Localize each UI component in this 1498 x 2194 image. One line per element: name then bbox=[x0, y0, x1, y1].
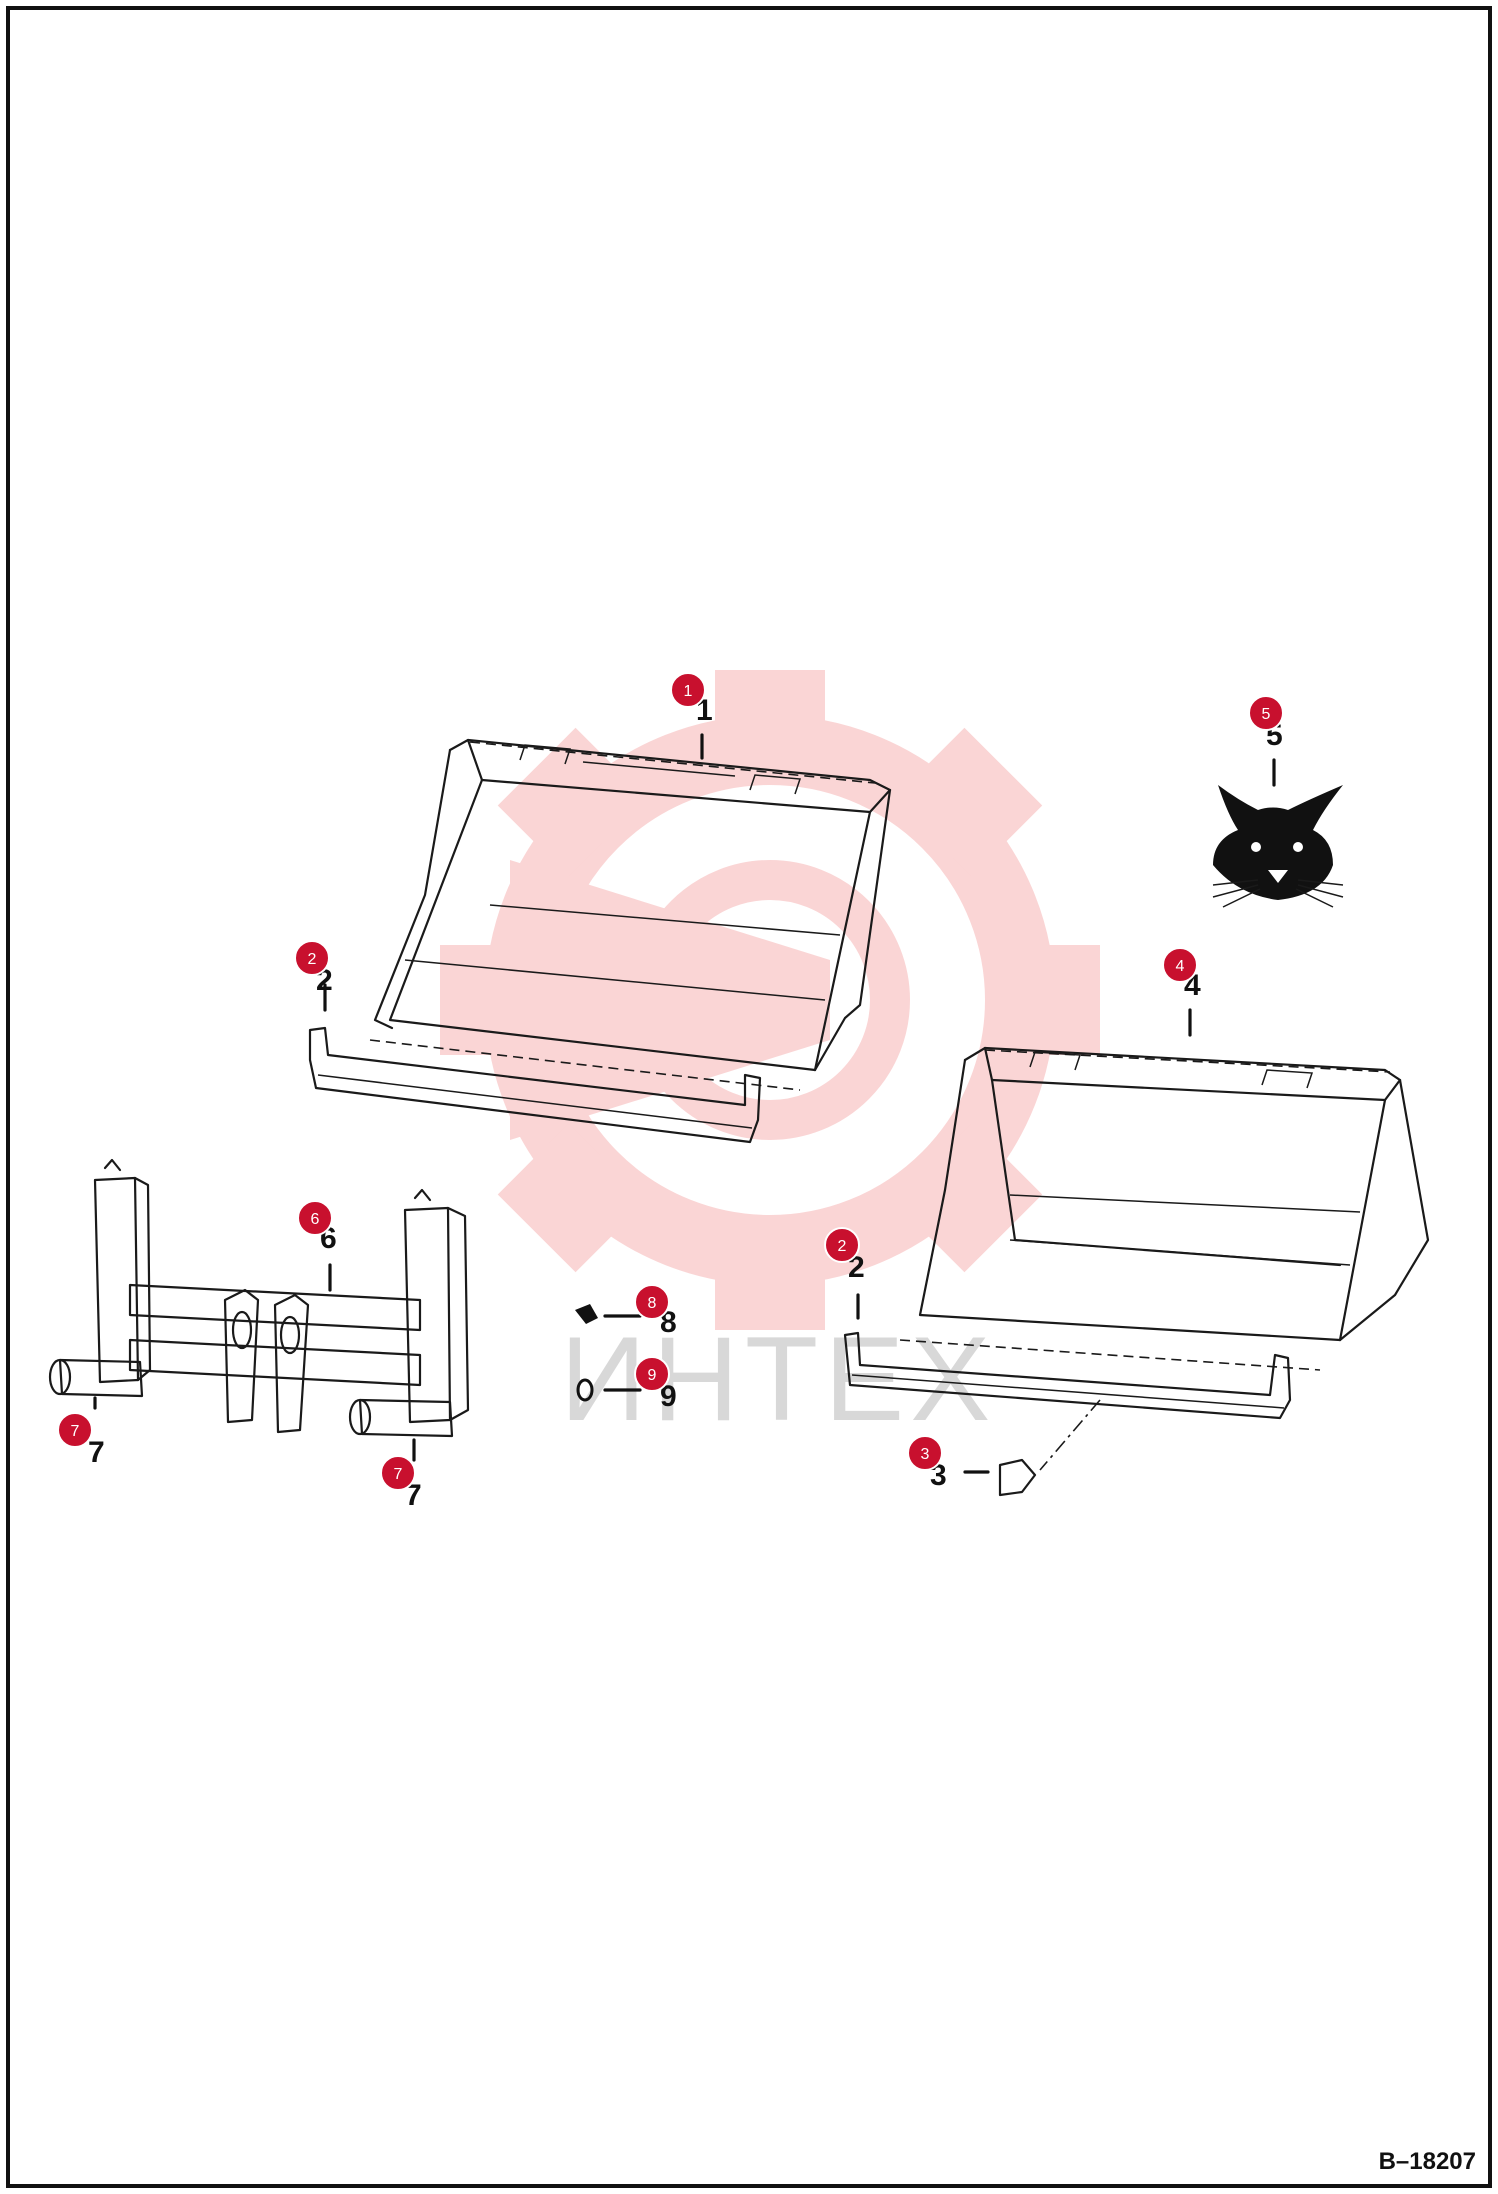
callout-1-badge bbox=[670, 672, 706, 708]
callout-7a-label: 7 bbox=[88, 1436, 105, 1469]
watermark-text: ИНТЕХ bbox=[560, 1312, 996, 1446]
bucket-1 bbox=[373, 738, 892, 1072]
callout-2a-badge bbox=[294, 940, 330, 976]
callout-9-badge-number: 9 bbox=[648, 1367, 657, 1384]
callout-7a-badge-number: 7 bbox=[71, 1423, 80, 1440]
callout-8-badge bbox=[634, 1284, 670, 1320]
callout-4-badge bbox=[1162, 947, 1198, 983]
callout-8-badge-number: 8 bbox=[648, 1295, 657, 1312]
callout-2b-badge-number: 2 bbox=[838, 1238, 847, 1255]
callout-9-badge bbox=[634, 1356, 670, 1392]
callout-5-badge-number: 5 bbox=[1262, 706, 1271, 723]
cutting-edge-1 bbox=[308, 1026, 801, 1144]
mounting-frame bbox=[48, 1158, 470, 1462]
bolt bbox=[575, 1304, 642, 1324]
callout-5-badge bbox=[1248, 695, 1284, 731]
callout-7b-badge bbox=[380, 1455, 416, 1491]
bucket-tooth bbox=[963, 1458, 1037, 1497]
callout-1-badge-number: 1 bbox=[684, 683, 693, 700]
callout-6-badge bbox=[297, 1200, 333, 1236]
callout-4-badge-number: 4 bbox=[1176, 958, 1185, 975]
callout-leaders bbox=[323, 733, 1276, 1320]
callout-9-label: 9 bbox=[660, 1380, 677, 1413]
callout-7b-label: 7 bbox=[405, 1479, 422, 1512]
callout-3-badge-number: 3 bbox=[921, 1446, 930, 1463]
callout-6-badge-number: 6 bbox=[311, 1211, 320, 1228]
cutting-edge-2 bbox=[843, 1331, 1321, 1471]
bucket-4 bbox=[918, 1046, 1430, 1342]
callout-3-badge bbox=[907, 1435, 943, 1471]
bobcat-logo-decal bbox=[1212, 785, 1344, 908]
drawing-border bbox=[6, 6, 1492, 2188]
drawing-code: B–18207 bbox=[1378, 2148, 1476, 2175]
callout-7a-badge bbox=[57, 1412, 93, 1448]
callout-2a-badge-number: 2 bbox=[308, 951, 317, 968]
washer bbox=[576, 1378, 642, 1402]
callout-7b-badge-number: 7 bbox=[394, 1466, 403, 1483]
watermark-gear-icon bbox=[440, 670, 1100, 1330]
callout-2b-badge bbox=[824, 1227, 860, 1263]
